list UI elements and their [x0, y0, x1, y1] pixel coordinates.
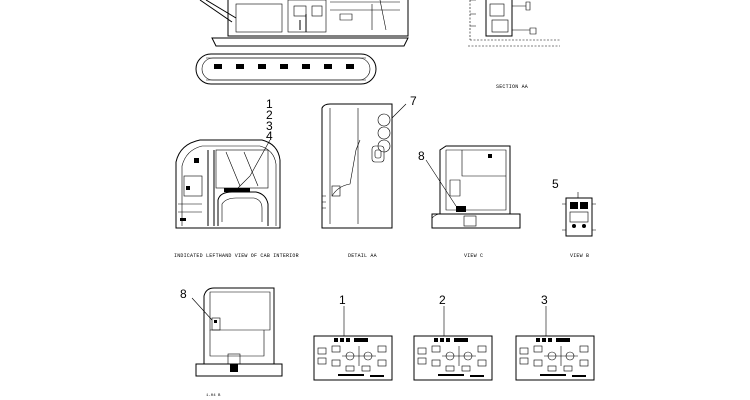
cab-interior-drawing — [175, 139, 281, 229]
callout-2: 2 — [266, 108, 273, 122]
callout-3: 3 — [266, 119, 273, 133]
callout-1: 1 — [266, 97, 273, 111]
detail-aa-drawing — [321, 103, 407, 229]
section-aa-caption: SECTION AA — [496, 84, 528, 90]
callout-8-view-c: 8 — [418, 149, 425, 163]
view-c-drawing — [425, 145, 521, 229]
excavator-drawing — [195, 0, 409, 85]
view-c-caption: VIEW C — [464, 253, 483, 259]
view-b-drawing — [562, 192, 596, 237]
callout-8-bottom: 8 — [180, 287, 187, 301]
decal-panel-3-callout: 3 — [541, 293, 548, 307]
decal-panel-1 — [313, 306, 393, 381]
view-b-caption: VIEW B — [570, 253, 589, 259]
cab-side-drawing — [191, 287, 283, 377]
decal-panel-1-callout: 1 — [339, 293, 346, 307]
detail-aa-caption: DETAIL AA — [348, 253, 377, 259]
decal-panel-2 — [413, 306, 493, 381]
cab-interior-caption: INDICATED LEFTHAND VIEW OF CAB INTERIOR — [174, 253, 299, 259]
decal-panel-2-callout: 2 — [439, 293, 446, 307]
svg-text:1-04 B: 1-04 B — [206, 394, 221, 398]
section-aa-drawing — [468, 0, 560, 47]
decal-panel-3 — [515, 306, 595, 381]
callout-4: 4 — [266, 129, 273, 143]
callout-5: 5 — [552, 177, 559, 191]
callout-7: 7 — [410, 94, 417, 108]
